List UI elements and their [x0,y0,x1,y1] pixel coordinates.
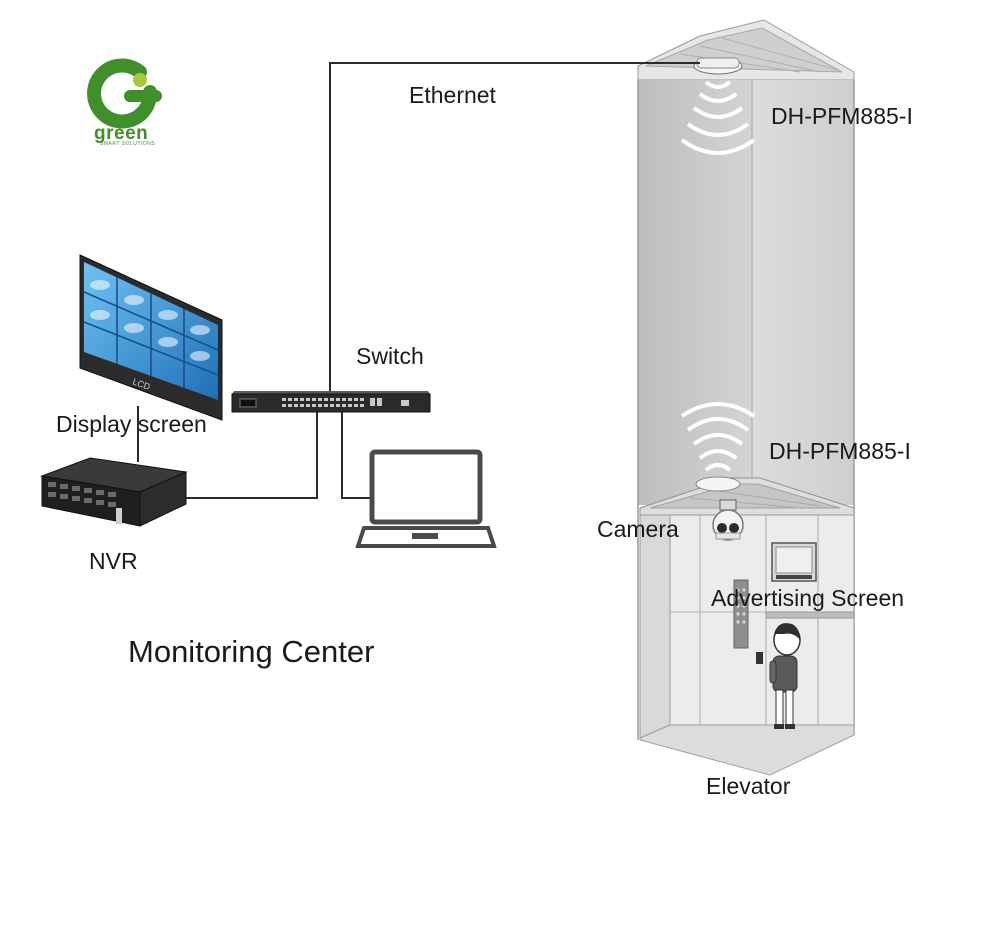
radar-bottom-label: DH-PFM885-I [769,438,911,464]
advertising-screen-icon [771,542,817,582]
switch-label: Switch [356,343,424,369]
dome-camera-icon [712,499,744,541]
camera-label: Camera [597,516,679,542]
ethernet-cable [137,62,700,499]
green-logo-icon [87,58,162,129]
radar-sensor-icon [680,57,756,155]
monitoring-center-label: Monitoring Center [128,634,375,669]
logo-wordmark: green [94,123,149,144]
elevator-label: Elevator [706,773,791,799]
nvr-label: NVR [89,548,138,574]
elevator-car [639,477,855,776]
logo-subtitle: SMART SOLUTIONS [100,141,156,147]
display-screen-label: Display screen [56,411,207,437]
radar-top-label: DH-PFM885-I [771,103,913,129]
ethernet-label: Ethernet [409,82,496,108]
nvr-recorder-icon [40,457,188,527]
network-switch-icon [231,391,431,413]
elevator-passenger-icon [756,623,801,729]
radar-sensor-icon [680,402,756,492]
laptop-icon [355,449,497,548]
elevator-shaft [637,19,855,740]
lcd-video-wall-icon: LCD [79,254,223,421]
advertising-screen-label: Advertising Screen [711,585,905,611]
